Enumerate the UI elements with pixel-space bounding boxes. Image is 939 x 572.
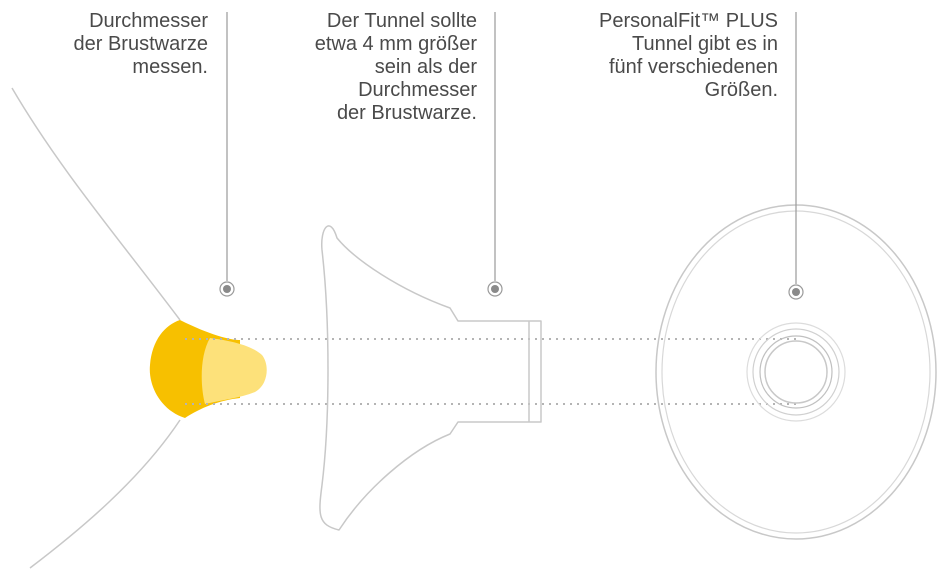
callout-dot-measure xyxy=(223,285,231,293)
breast-shield-funnel xyxy=(319,225,542,531)
tunnel-ring-1 xyxy=(746,322,846,422)
caption-tunnel-size: Der Tunnel sollte etwa 4 mm größer sein … xyxy=(314,10,477,124)
callout-dot-tunnel xyxy=(491,285,499,293)
nipple-shape xyxy=(201,338,267,404)
caption-measure: Durchmesser der Brustwarze messen. xyxy=(73,10,209,78)
tunnel-ring-4 xyxy=(764,340,828,404)
caption-sizes: PersonalFit™ PLUS Tunnel gibt es in fünf… xyxy=(599,10,778,101)
breast-outline-upper xyxy=(11,87,181,321)
breast-outline-lower xyxy=(29,419,181,569)
tunnel-ring-2 xyxy=(752,328,840,416)
tunnel-ring-3 xyxy=(759,335,833,409)
callout-dot-sizes xyxy=(792,288,800,296)
